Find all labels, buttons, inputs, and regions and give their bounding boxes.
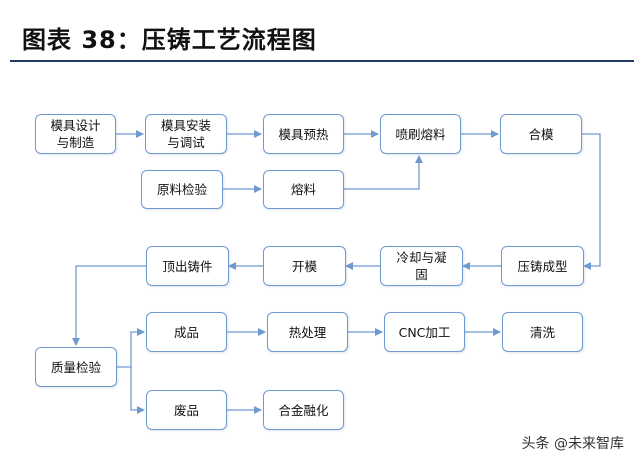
node-raw-inspect: 原料检验 xyxy=(141,170,223,209)
node-die-cast: 压铸成型 xyxy=(501,246,584,286)
node-cool-solidify: 冷却与凝 固 xyxy=(380,246,463,286)
figure-title: 图表 38：压铸工艺流程图 xyxy=(22,26,317,54)
node-spray-melt: 喷刷熔料 xyxy=(380,114,461,154)
node-melt: 熔料 xyxy=(263,170,344,209)
node-cnc: CNC加工 xyxy=(384,312,465,352)
title-divider xyxy=(10,60,634,62)
node-heat-treat: 热处理 xyxy=(267,312,348,352)
source-watermark: 头条 @未来智库 xyxy=(521,436,624,452)
node-mold-preheat: 模具预热 xyxy=(263,114,344,154)
node-quality-check: 质量检验 xyxy=(35,347,117,387)
node-clean: 清洗 xyxy=(502,312,583,352)
node-finished: 成品 xyxy=(146,312,227,352)
node-mold-install: 模具安装 与调试 xyxy=(145,114,227,154)
node-scrap: 废品 xyxy=(146,390,227,430)
node-close-mold: 合模 xyxy=(500,114,582,154)
node-alloy-melt: 合金融化 xyxy=(263,390,344,430)
node-mold-design: 模具设计 与制造 xyxy=(35,114,116,154)
arrow-quality-to-scrap xyxy=(130,367,145,414)
node-eject-casting: 顶出铸件 xyxy=(146,246,229,286)
arrow-melt-to-spray xyxy=(344,155,423,190)
arrow-eject-to-quality xyxy=(72,265,146,346)
arrow-close-to-diecast xyxy=(582,133,601,270)
arrow-quality-to-finished xyxy=(117,328,145,368)
node-open-mold: 开模 xyxy=(263,246,346,286)
